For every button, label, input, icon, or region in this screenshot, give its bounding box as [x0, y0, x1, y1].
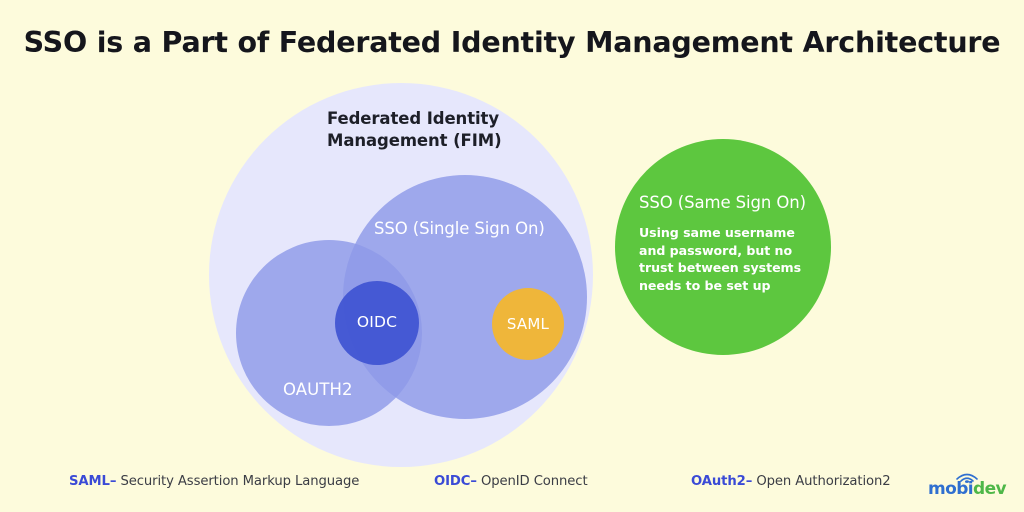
legend-dash-saml: –: [109, 474, 117, 489]
legend-item-oauth2: OAuth2– Open Authorization2: [691, 474, 891, 489]
legend-dash-oidc: –: [470, 474, 477, 489]
legend-definition-oauth2: Open Authorization2: [756, 474, 891, 489]
logo-wordmark: mobidev: [928, 479, 1007, 499]
label-federated-identity-management: Federated Identity Management (FIM): [327, 109, 502, 150]
label-same-sign-on-title: SSO (Same Sign On): [639, 193, 806, 212]
legend-definition-oidc: OpenID Connect: [480, 474, 588, 489]
label-saml: SAML: [506, 315, 550, 333]
logo-text-dev: dev: [973, 479, 1007, 499]
circle-saml: [492, 288, 564, 360]
circle-oidc: [335, 281, 419, 365]
wifi-arc-icon: [956, 473, 978, 483]
circle-same-sign-on: [615, 139, 831, 355]
legend-term-saml: SAML: [69, 474, 110, 489]
label-oauth2: OAUTH2: [283, 380, 353, 399]
legend-dash-oauth2: –: [745, 474, 753, 489]
logo-text-mobi: mobi: [928, 479, 974, 499]
legend: SAML– Security Assertion Markup Language…: [0, 460, 1024, 512]
legend-term-oauth2: OAuth2: [691, 474, 746, 489]
legend-term-oidc: OIDC: [434, 474, 471, 489]
label-same-sign-on-description: Using same username and password, but no…: [639, 225, 802, 293]
venn-diagram: Federated Identity Management (FIM) SSO …: [209, 83, 831, 467]
mobidev-logo[interactable]: mobidev: [928, 472, 1007, 502]
label-oidc: OIDC: [356, 313, 398, 331]
legend-item-oidc: OIDC– OpenID Connect: [434, 474, 588, 489]
legend-definition-saml: Security Assertion Markup Language: [120, 474, 360, 489]
legend-item-saml: SAML– Security Assertion Markup Language: [69, 474, 359, 489]
page-title: SSO is a Part of Federated Identity Mana…: [23, 26, 1001, 59]
label-single-sign-on: SSO (Single Sign On): [374, 219, 545, 238]
